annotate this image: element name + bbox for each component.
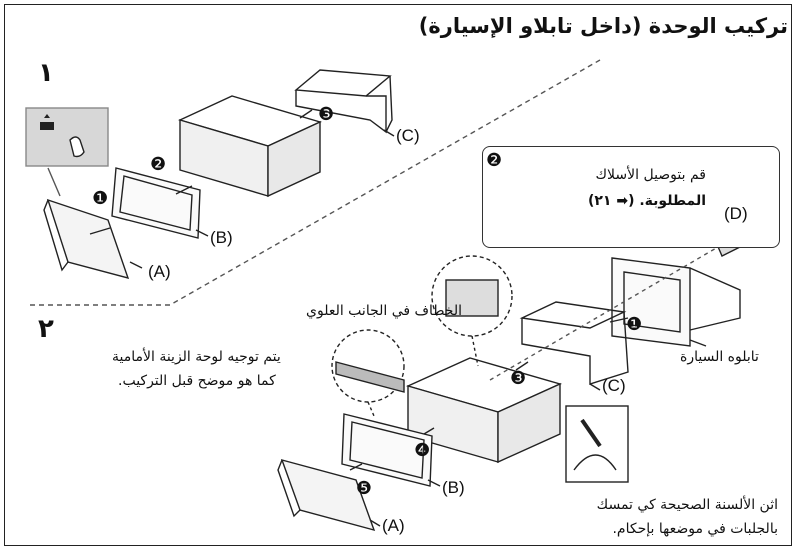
label-d: (D) bbox=[724, 204, 748, 223]
step-number-1: ١ bbox=[38, 58, 54, 88]
trim-plate-b bbox=[111, 167, 201, 239]
label-a2: (A) bbox=[382, 516, 405, 535]
sleeve-c-top bbox=[294, 69, 392, 97]
hook-note: الخطاف في الجانب العلوي bbox=[306, 303, 463, 319]
leader-b1 bbox=[195, 229, 209, 237]
arrow2-3 bbox=[515, 361, 529, 371]
trim-plate-b-inner bbox=[119, 175, 193, 231]
sleeve-c2-top bbox=[519, 301, 627, 329]
detail-chassis bbox=[445, 279, 499, 317]
arrow2-4 bbox=[423, 427, 435, 435]
page-frame bbox=[4, 4, 792, 546]
page-title: تركيب الوحدة (داخل تابلاو الإسيارة) bbox=[418, 14, 788, 38]
leader-b2 bbox=[427, 479, 441, 487]
wiring-path bbox=[489, 239, 731, 381]
trim-plate-b2-inner bbox=[349, 421, 425, 479]
bend-tab bbox=[573, 454, 617, 471]
arrow2-1 bbox=[609, 317, 629, 323]
hook-pointer bbox=[367, 401, 375, 417]
sleeve-c-body bbox=[295, 90, 387, 134]
leader-c2 bbox=[589, 383, 601, 391]
unit-side bbox=[267, 120, 321, 198]
badge-3-s2: ❸ bbox=[510, 368, 527, 389]
step-number-2: ٢ bbox=[38, 314, 54, 344]
finger-icon bbox=[69, 136, 85, 158]
orientation-note-1: يتم توجيه لوحة الزينة الأمامية bbox=[112, 349, 281, 365]
orientation-note-2: كما هو موضح قبل التركيب. bbox=[118, 373, 276, 389]
badge-2-s1: ❷ bbox=[150, 154, 167, 175]
bend-note-2: بالجلبات في موضعها بإحكام. bbox=[612, 521, 778, 537]
release-button-box bbox=[25, 107, 109, 167]
label-b1: (B) bbox=[210, 228, 233, 247]
dashboard-label: تابلوه السيارة bbox=[680, 349, 759, 365]
unit2-side bbox=[497, 382, 561, 464]
leader-a2 bbox=[369, 519, 381, 527]
faceplate-a-top bbox=[46, 198, 130, 280]
arrow-3 bbox=[299, 109, 313, 119]
badge-1-s2: ❶ bbox=[626, 314, 643, 335]
leader-a1 bbox=[129, 261, 143, 269]
label-b2: (B) bbox=[442, 478, 465, 497]
wiring-callout bbox=[482, 146, 780, 248]
label-c1: (C) bbox=[396, 126, 420, 145]
dashboard-leader bbox=[689, 339, 707, 347]
detail-pointer bbox=[471, 335, 479, 367]
label-a1: (A) bbox=[148, 262, 171, 281]
badge-4-s2: ❹ bbox=[414, 440, 431, 461]
label-c2: (C) bbox=[602, 376, 626, 395]
sleeve-c-edge bbox=[385, 75, 393, 133]
section-divider bbox=[30, 59, 601, 306]
arrow2-5 bbox=[349, 463, 363, 471]
callout-line-2: المطلوبة. (➡ ٢١) bbox=[587, 193, 706, 209]
badge-1-s1: ❶ bbox=[92, 188, 109, 209]
callout-badge: ❷ bbox=[486, 150, 503, 171]
trim-plate-b2 bbox=[341, 413, 433, 487]
faceplate-a-side bbox=[43, 199, 69, 272]
dashboard-shelf bbox=[689, 267, 741, 331]
bend-note-1: اثن الألسنة الصحيحة كي تمسك bbox=[596, 497, 778, 513]
arrow-2 bbox=[175, 185, 193, 195]
sleeve-c2-body bbox=[521, 311, 629, 385]
badge-5-s2: ❺ bbox=[356, 478, 373, 499]
arrow-1 bbox=[89, 227, 111, 235]
release-icon bbox=[40, 114, 54, 130]
faceplate-a2 bbox=[280, 458, 376, 532]
bend-arrow bbox=[580, 418, 602, 448]
hook-detail bbox=[335, 361, 405, 393]
release-pointer bbox=[47, 167, 61, 197]
leader-c1 bbox=[383, 129, 395, 137]
callout-line-1: قم بتوصيل الأسلاك bbox=[595, 167, 706, 183]
badge-3-s1: ❸ bbox=[318, 104, 335, 125]
dashboard-inner bbox=[623, 271, 681, 333]
faceplate-a2-side bbox=[277, 459, 301, 518]
